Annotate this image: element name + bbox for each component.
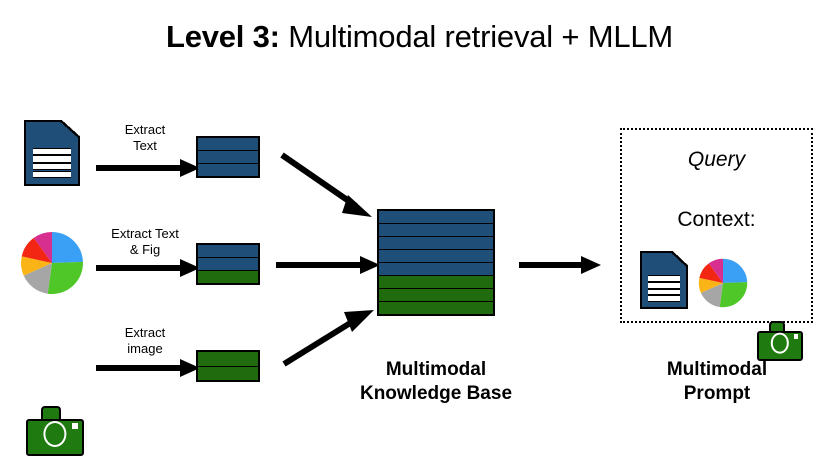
pie-slice-yellow [21, 256, 52, 276]
pie-slice-gray [23, 263, 52, 294]
extract-text-label: Extract Text [124, 122, 166, 153]
extract-text-arrow [96, 159, 200, 177]
pie-slice-magenta [33, 232, 52, 263]
chunk-band [198, 271, 258, 283]
pie-slice-red [21, 237, 52, 263]
page-title: Level 3: Multimodal retrieval + MLLM [0, 18, 839, 56]
context-document-icon [640, 251, 688, 309]
extract-image-label: Extract image [124, 325, 166, 356]
pie-slice-magenta [708, 258, 723, 283]
chunk-stack-row-3 [196, 350, 260, 382]
camera-lens [770, 332, 790, 354]
kb-band [379, 289, 493, 302]
source-document-icon [24, 120, 80, 186]
chunk-band [198, 352, 258, 367]
pie-slice-yellow [698, 277, 723, 293]
arrow-row2-to-kb [276, 256, 380, 274]
document-text-lines [647, 275, 681, 302]
arrow-row3-to-kb [282, 310, 374, 367]
chunk-band [198, 366, 258, 380]
kb-band [379, 250, 493, 263]
document-text-lines [32, 147, 72, 179]
chunk-band [198, 245, 258, 258]
kb-band [379, 276, 493, 289]
title-prefix: Level 3: [165, 19, 280, 54]
kb-band [379, 237, 493, 250]
context-camera-icon [757, 321, 803, 361]
title-rest: Multimodal retrieval + MLLM [279, 19, 674, 54]
camera-viewfinder [768, 321, 785, 334]
extract-text-fig-arrow [96, 259, 200, 277]
camera-lens [43, 421, 67, 447]
chunk-stack-row-1 [196, 136, 260, 178]
kb-band [379, 263, 493, 276]
source-camera-icon [26, 406, 84, 456]
camera-flash [793, 334, 798, 339]
pie-slice-blue [723, 258, 748, 283]
chunk-band [198, 164, 258, 176]
pie-slice-green [47, 261, 83, 295]
pie-slice-green [719, 282, 748, 308]
multimodal-knowledge-base-stack [377, 209, 495, 316]
source-pie-chart-icon [21, 232, 83, 295]
prompt-caption: Multimodal Prompt [666, 359, 768, 404]
context-label: Context: [677, 208, 756, 231]
diagram-canvas: Level 3: Multimodal retrieval + MLLM Ext… [0, 18, 839, 456]
kb-band [379, 302, 493, 314]
extract-image-arrow [96, 359, 200, 377]
arrow-kb-to-prompt [519, 256, 601, 274]
kb-band [379, 224, 493, 237]
arrow-row1-to-kb [280, 152, 372, 217]
chunk-band [198, 258, 258, 271]
query-label: Query [687, 148, 746, 171]
pie-slice-blue [52, 232, 83, 263]
document-fold-line [59, 120, 80, 138]
document-fold-line [670, 251, 688, 267]
chunk-band [198, 151, 258, 164]
knowledge-base-caption: Multimodal Knowledge Base [359, 359, 513, 404]
context-pie-chart-icon [698, 258, 748, 308]
chunk-stack-row-2 [196, 243, 260, 285]
extract-text-fig-label: Extract Text & Fig [111, 226, 179, 257]
multimodal-prompt-box: Query Context: [620, 128, 813, 361]
chunk-band [198, 138, 258, 151]
pie-slice-red [699, 263, 723, 283]
pie-slice-gray [700, 283, 723, 307]
camera-viewfinder [41, 406, 61, 422]
kb-band [379, 211, 493, 224]
